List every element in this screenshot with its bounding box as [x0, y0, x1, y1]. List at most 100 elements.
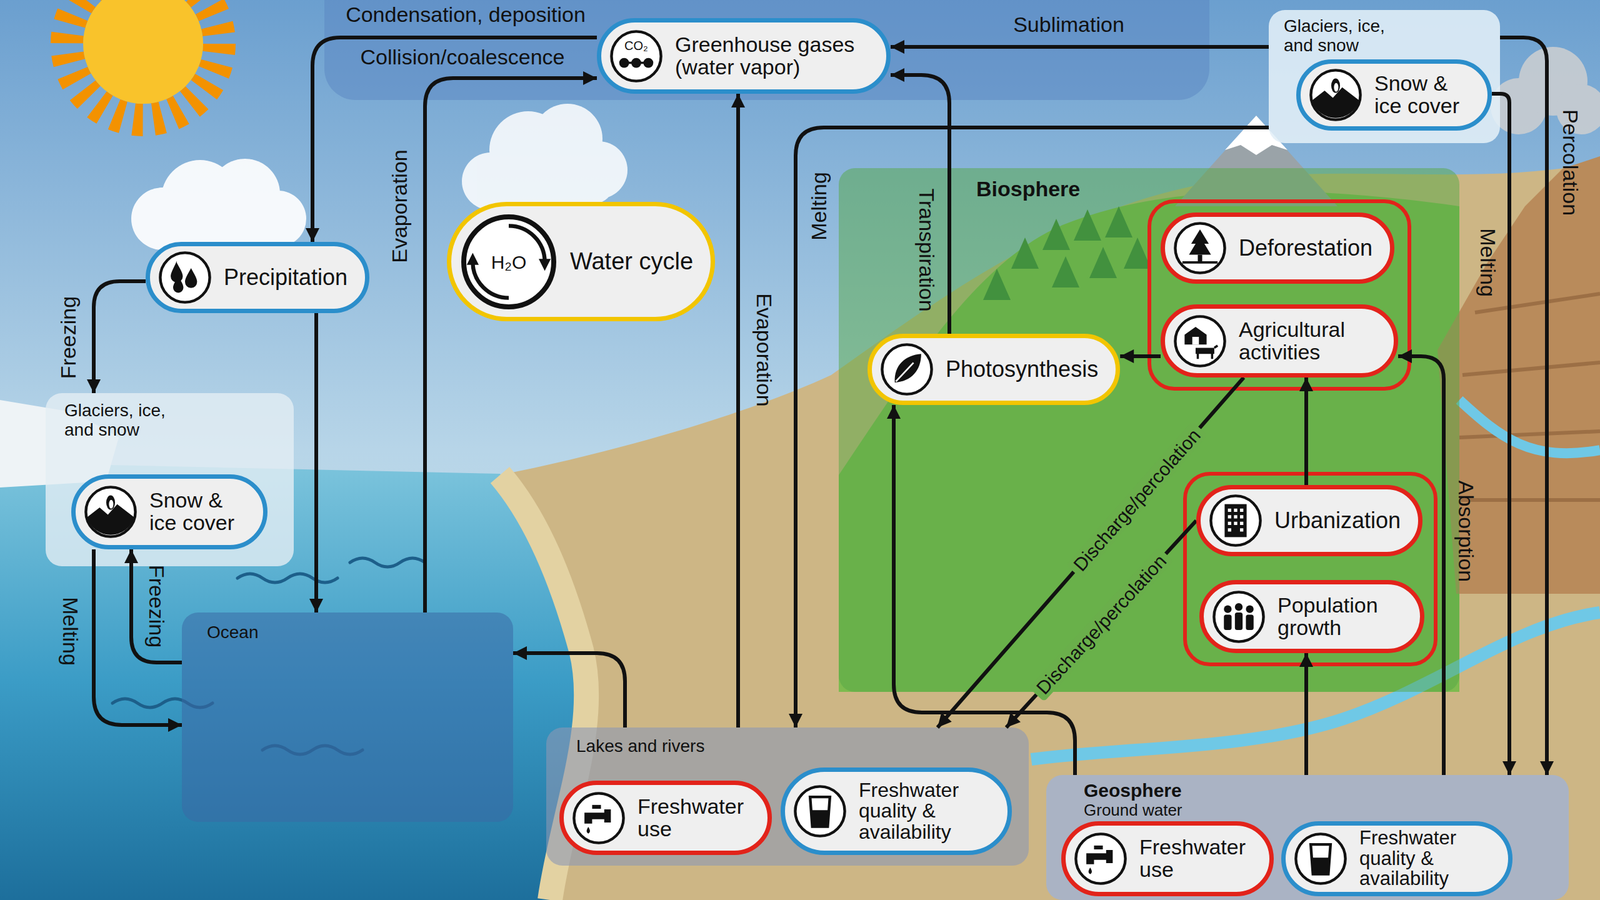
process-pill: Freshwater use	[559, 780, 772, 855]
panel-title: Ocean	[206, 622, 259, 642]
pill-text: Agricultural activities	[1238, 318, 1377, 364]
pill-icon-part	[1224, 504, 1247, 538]
panel-title: Biosphere	[976, 176, 1080, 201]
pill-icon-part	[881, 344, 932, 394]
pill-icon-part	[1210, 495, 1260, 545]
pill-text: Freshwater quality & availability	[1359, 828, 1491, 890]
pill-icon-part	[811, 810, 829, 827]
process-pill: Freshwater quality & availability	[1281, 821, 1513, 897]
pill-icon-part	[160, 252, 210, 302]
pill-icon-part	[108, 500, 114, 509]
pill-text: Freshwater quality & availability	[858, 780, 990, 844]
pill-text: Population growth	[1277, 594, 1403, 639]
pill-text: Freshwater use	[637, 795, 750, 840]
waves-part	[350, 558, 425, 567]
process-pill: Photosynthesis	[867, 333, 1120, 405]
panel-subtitle: Ground water	[1083, 801, 1183, 820]
pill-text: Water cycle	[570, 249, 694, 275]
pill-icon-part	[1331, 78, 1340, 94]
flow-arrow	[736, 93, 740, 728]
formula-label: H₂O	[491, 251, 527, 272]
flow-arrow	[1304, 653, 1309, 775]
node-label: Agricultural activities	[1238, 318, 1377, 364]
flow-label: Evaporation	[751, 293, 775, 407]
flow-label: Evaporation	[388, 149, 412, 263]
node-label: Freshwater use	[637, 795, 750, 840]
node-label: Precipitation	[223, 265, 348, 290]
pill-icon	[792, 783, 848, 839]
pill-icon-part	[1245, 605, 1254, 613]
flow-label: Percolation	[1558, 109, 1582, 216]
pill-icon-part	[185, 268, 197, 289]
pill-icon-part	[1175, 316, 1225, 366]
flow-label: Discharge/percolation	[1065, 421, 1207, 579]
pill-icon-part	[1213, 591, 1264, 642]
panel-title: Lakes and rivers	[576, 736, 705, 756]
node-label: Freshwater quality & availability	[1359, 828, 1491, 890]
sun	[66, 0, 220, 120]
group-frame	[1185, 473, 1436, 665]
group-frame	[1149, 201, 1410, 389]
sun-part	[66, 0, 220, 120]
flow-label: Sublimation	[1013, 13, 1125, 37]
flow-arrow	[1500, 37, 1547, 775]
flow-arrow	[890, 75, 950, 334]
pill-icon-part	[1235, 603, 1243, 611]
flow-label: Freezing	[56, 296, 80, 379]
pill-icon-part	[538, 258, 551, 271]
pill-icon-part	[463, 216, 554, 307]
process-pill: Greenhouse gases (water vapor)	[596, 18, 891, 94]
process-pill: Snow & ice cover	[71, 474, 268, 550]
pill-icon-part	[1223, 614, 1232, 630]
pill-icon	[1172, 220, 1228, 276]
pill-icon	[1211, 589, 1267, 645]
pill-icon-part	[1175, 223, 1225, 273]
pill-text: Urbanization	[1274, 508, 1401, 533]
node-label: Snow & ice cover	[149, 489, 244, 534]
panel-heading: Lakes and rivers	[576, 736, 705, 756]
pill-icon-part	[1312, 857, 1329, 874]
flow-arrow	[890, 45, 1269, 49]
pill-icon-part	[1197, 255, 1202, 262]
node-label: Photosynthesis	[945, 357, 1099, 382]
pill-icon	[1308, 67, 1364, 123]
pill-icon-part	[106, 495, 115, 510]
pill-icon-part	[1295, 833, 1345, 884]
waves-part	[237, 573, 338, 583]
pill-icon-part	[1195, 347, 1215, 354]
pill-icon	[1073, 831, 1129, 887]
pill-icon-part	[591, 804, 601, 809]
pill-icon-part	[1184, 326, 1207, 345]
node-label: Freshwater use	[1139, 836, 1252, 881]
flow-arrow	[131, 549, 182, 663]
flow-arrow	[893, 405, 1075, 775]
atmosphere-band	[324, 0, 1210, 100]
node-label: Greenhouse gases (water vapor)	[675, 33, 869, 79]
pill-icon-part	[1182, 261, 1218, 264]
pill-icon-part	[611, 31, 661, 81]
node-label: Deforestation	[1238, 236, 1373, 260]
pill-icon	[571, 790, 627, 846]
pill-text: Greenhouse gases (water vapor)	[675, 33, 869, 79]
node-label: Urbanization	[1274, 508, 1401, 533]
process-pill: Water cycle	[446, 201, 715, 322]
pill-icon-part	[1333, 83, 1339, 92]
pill-icon	[83, 484, 139, 540]
panel-heading: Ocean	[206, 622, 259, 642]
pill-icon-part	[173, 276, 184, 294]
pill-text: Snow & ice cover	[149, 489, 244, 534]
connectors	[93, 37, 1547, 775]
flow-label: Freezing	[144, 565, 168, 648]
pill-icon-part	[85, 486, 135, 537]
panel-heading: Glaciers, ice, and snow	[1283, 16, 1409, 56]
pill-icon-part	[1310, 844, 1331, 875]
process-pill: Agricultural activities	[1160, 304, 1399, 378]
flow-arrow	[1491, 93, 1510, 775]
panel-heading: Glaciers, ice, and snow	[64, 400, 190, 440]
panel-heading: Biosphere	[976, 176, 1080, 201]
node-label: Freshwater quality & availability	[858, 780, 990, 844]
flow-arrow	[937, 377, 1244, 728]
